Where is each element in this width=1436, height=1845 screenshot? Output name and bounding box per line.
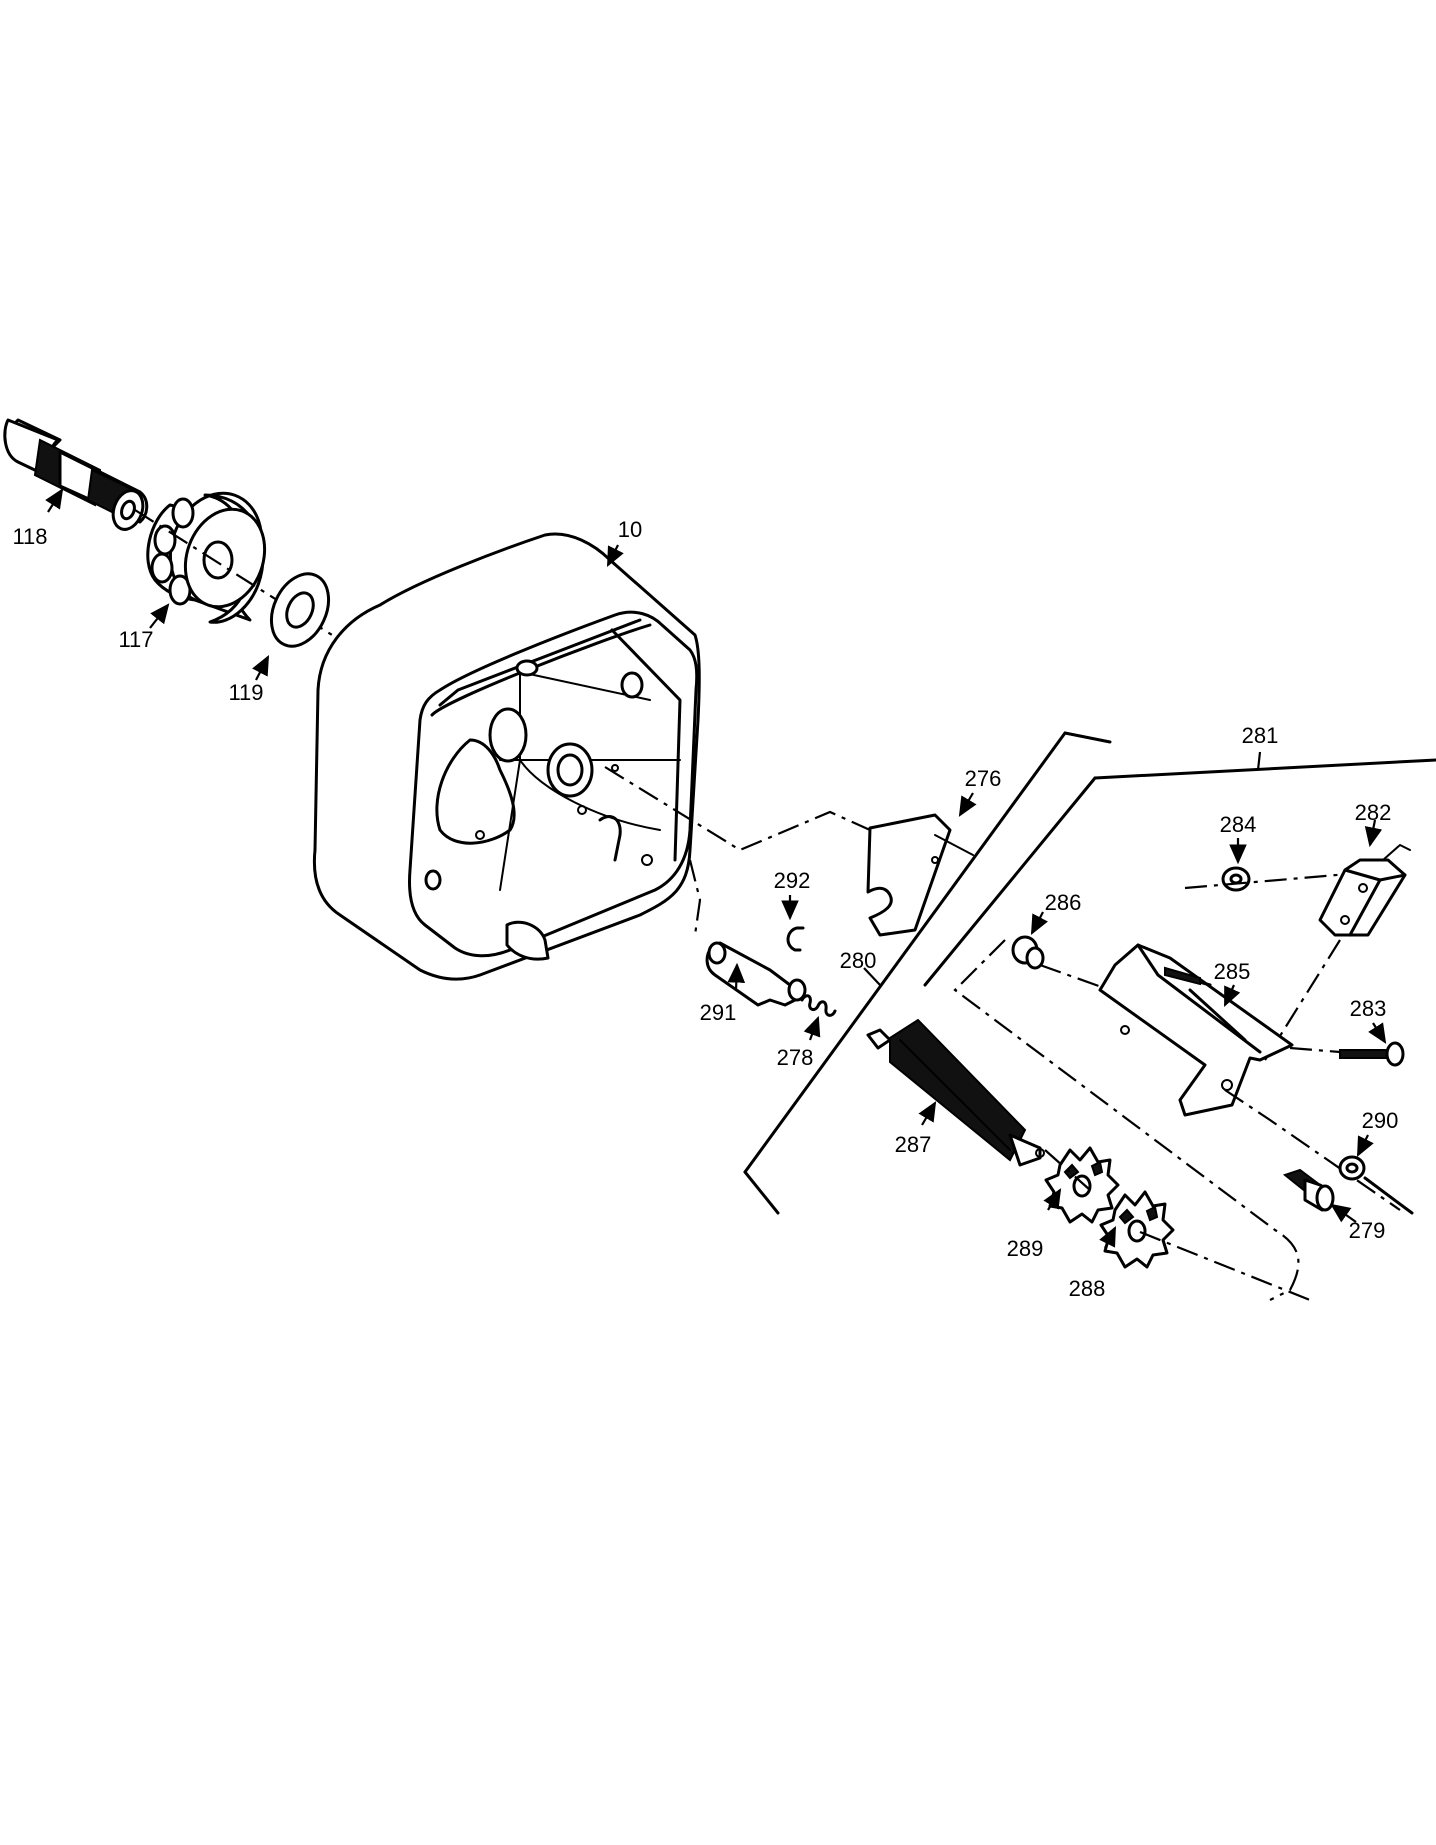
spring-278: [800, 994, 837, 1017]
centerline-284: [1184, 871, 1361, 890]
bracket-line-281-bottom: [1363, 1176, 1414, 1215]
callout-278: 278: [777, 1045, 814, 1070]
leader-291: [727, 962, 746, 991]
callout-283: 283: [1350, 996, 1387, 1021]
leader-10: [607, 544, 624, 567]
callout-284: 284: [1220, 812, 1257, 837]
leader-285: [1223, 984, 1241, 1008]
leader-117: [149, 603, 170, 629]
centerline-283: [1289, 1046, 1341, 1054]
callout-290: 290: [1362, 1108, 1399, 1133]
leader-118: [45, 488, 64, 513]
housing-10: [312, 532, 701, 981]
callout-labels: 118 117 119 10 276 292 280 291 278 281 2…: [12, 517, 1398, 1301]
callout-287: 287: [895, 1132, 932, 1157]
leader-282: [1364, 819, 1383, 848]
centerline-282: [1264, 939, 1341, 1061]
washer-119: [269, 572, 331, 648]
callout-118: 118: [12, 524, 47, 549]
gear-288: [1099, 1190, 1175, 1269]
callout-291: 291: [700, 1000, 737, 1025]
callout-279: 279: [1349, 1218, 1386, 1243]
bracket-285: [1098, 943, 1294, 1117]
callout-117: 117: [118, 627, 153, 652]
screw-279: [1282, 1168, 1335, 1212]
e-ring-292: [786, 926, 805, 952]
leader-288: [1099, 1226, 1116, 1249]
centerline-276: [604, 766, 871, 852]
callout-286: 286: [1045, 890, 1082, 915]
shaft-118: [3, 418, 149, 531]
nut-284: [1221, 866, 1251, 892]
gear-289: [1044, 1146, 1120, 1224]
callout-285: 285: [1214, 959, 1251, 984]
leader-281: [1256, 751, 1262, 771]
centerline-291: [688, 859, 702, 936]
callout-288: 288: [1069, 1276, 1106, 1301]
centerline-286: [1039, 963, 1111, 992]
centerline-285: [1224, 1089, 1401, 1211]
hub-117: [146, 491, 267, 624]
callout-289: 289: [1007, 1236, 1044, 1261]
bracket-line-280-bottom: [743, 1170, 780, 1215]
callout-10: 10: [618, 517, 642, 542]
bracket-line-281-top: [1093, 758, 1436, 780]
bracket-line-281: [923, 776, 1097, 987]
leader-287: [918, 1101, 937, 1126]
leader-286: [1030, 911, 1048, 935]
callout-292: 292: [774, 868, 811, 893]
leader-289: [1043, 1188, 1062, 1211]
callout-119: 119: [228, 680, 263, 705]
switch-282: [1318, 844, 1411, 937]
pin-291: [705, 941, 807, 1007]
leader-119: [252, 655, 270, 681]
leader-280: [863, 967, 881, 986]
bracket-line-280: [743, 731, 1067, 1174]
bushing-286: [1011, 935, 1045, 970]
leader-279: [1330, 1203, 1357, 1223]
leader-276: [958, 792, 977, 817]
callout-281: 281: [1242, 723, 1279, 748]
callout-280: 280: [840, 948, 877, 973]
leader-283: [1368, 1022, 1387, 1044]
callout-276: 276: [965, 766, 1002, 791]
leader-278: [803, 1015, 821, 1041]
bracket-line-280-top: [1063, 731, 1112, 744]
centerline-288: [1139, 1230, 1311, 1302]
nut-290: [1338, 1155, 1366, 1181]
screw-283: [1339, 1041, 1405, 1067]
bracket-276: [866, 813, 974, 937]
callout-282: 282: [1355, 800, 1392, 825]
assembly-281-outline: [953, 939, 1300, 1301]
leadscrew-287: [866, 1018, 1045, 1167]
centerline-287: [1044, 1149, 1091, 1191]
leader-lines: [45, 488, 1387, 1249]
leader-290: [1357, 1134, 1374, 1157]
